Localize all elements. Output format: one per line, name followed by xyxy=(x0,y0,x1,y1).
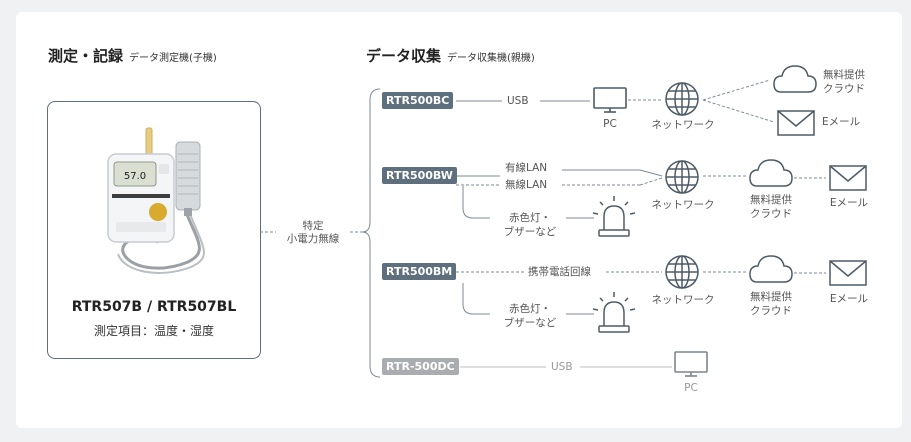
collect-subtitle: データ収集機(親機) xyxy=(447,53,535,64)
bc-usb-label: USB xyxy=(507,95,529,107)
mail-icon xyxy=(777,110,815,136)
pc-icon-grey xyxy=(674,351,708,377)
bw-network-label: ネットワーク xyxy=(651,199,715,211)
tag-rtr500dc: RTR-500DC xyxy=(382,358,459,375)
dc-usb-label: USB xyxy=(551,361,573,373)
bc-email-label: Eメール xyxy=(822,116,861,128)
cloud-icon xyxy=(749,255,793,283)
bm-mobile-label: 携帯電話回線 xyxy=(528,266,591,278)
wireless-link-label: 特定 小電力無線 xyxy=(286,220,340,245)
bm-cloud-label: 無料提供 クラウド xyxy=(750,291,792,317)
bm-email-label: Eメール xyxy=(829,293,869,305)
measure-title: 測定・記録 xyxy=(48,47,124,65)
tag-rtr500bm: RTR500BM xyxy=(382,263,457,280)
mail-icon xyxy=(829,165,867,191)
bc-pc-label: PC xyxy=(603,118,617,130)
collect-title: データ収集 xyxy=(366,47,442,65)
mail-icon xyxy=(829,260,867,286)
device-description: 測定項目：温度・湿度 xyxy=(93,324,214,338)
alarm-lamp-icon xyxy=(592,196,636,237)
bm-alarm-label: 赤色灯・ ブザーなど xyxy=(503,303,557,329)
alarm-lamp-icon xyxy=(592,292,636,333)
cloud-icon xyxy=(749,159,793,187)
collect-heading: データ収集データ収集機(親機) xyxy=(366,45,535,66)
logger-device-box: 57.0 RTR507B / RTR507BL 測定項目：温度・湿度 xyxy=(47,101,261,359)
bw-alarm-label: 赤色灯・ ブザーなど xyxy=(503,212,557,238)
measure-heading: 測定・記録データ測定機(子機) xyxy=(48,45,217,66)
measure-subtitle: データ測定機(子機) xyxy=(129,53,217,64)
bc-cloud-label: 無料提供 クラウド xyxy=(823,69,865,95)
globe-icon xyxy=(665,160,699,194)
globe-icon xyxy=(665,255,699,289)
device-name: RTR507B / RTR507BL xyxy=(71,299,237,315)
tag-rtr500bc: RTR500BC xyxy=(382,92,454,109)
bc-network-label: ネットワーク xyxy=(651,119,715,131)
bw-email-label: Eメール xyxy=(829,197,869,209)
globe-icon xyxy=(665,82,699,116)
tag-rtr500bw: RTR500BW xyxy=(382,167,457,184)
bw-wireless-label: 無線LAN xyxy=(505,179,548,191)
dc-pc-label: PC xyxy=(684,382,698,394)
bw-cloud-label: 無料提供 クラウド xyxy=(750,194,792,220)
bw-wired-label: 有線LAN xyxy=(505,162,548,174)
pc-icon xyxy=(593,87,627,113)
logger-device-illustration: 57.0 xyxy=(107,127,205,274)
cloud-icon xyxy=(773,65,817,93)
logger-display-text: 57.0 xyxy=(124,171,146,182)
bm-network-label: ネットワーク xyxy=(651,294,715,306)
